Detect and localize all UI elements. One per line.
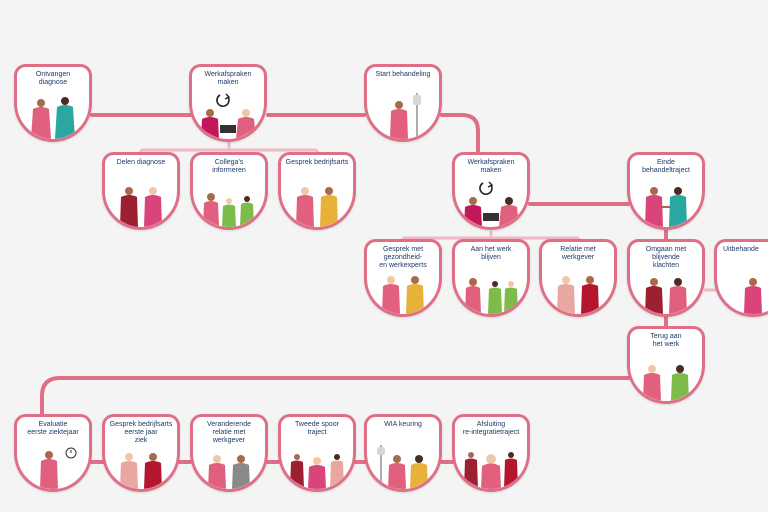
step-card-omgaan-met-klachten[interactable]: Omgaan met blijvende klachten: [627, 239, 705, 317]
step-label: Werkafspraken maken: [467, 159, 515, 174]
step-label: Omgaan met blijvende klachten: [645, 246, 687, 269]
two-people-icon: [31, 97, 75, 139]
step-label: Evaluatie eerste ziektejaar: [27, 421, 79, 436]
step-card-tweede-spoor-traject[interactable]: Tweede spoor traject: [278, 414, 356, 492]
step-card-einde-behandeltraject[interactable]: Einde behandeltraject: [627, 152, 705, 230]
cycle-meeting-icon: [201, 93, 256, 139]
step-label: WIA keuring: [384, 421, 422, 428]
step-card-relatie-met-werkgever[interactable]: Relatie met werkgever: [539, 239, 617, 317]
step-label: Uitbehande: [723, 246, 759, 253]
two-people-icon: [643, 365, 689, 401]
step-card-aan-het-werk-blijven[interactable]: Aan het werk blijven: [452, 239, 530, 317]
step-label: Gesprek bedrijfsarts eerste jaar ziek: [109, 421, 173, 444]
step-card-start-behandeling[interactable]: Start behandeling: [364, 64, 442, 142]
step-card-wia-keuring[interactable]: WIA keuring: [364, 414, 442, 492]
step-label: Gesprek bedrijfsarts: [285, 159, 349, 166]
step-label: Delen diagnose: [116, 159, 166, 166]
step-label: Ontvangen diagnose: [35, 71, 71, 86]
group-people-icon: [464, 452, 518, 489]
step-label: Einde behandeltraject: [642, 159, 690, 174]
patient-iv-icon: [377, 445, 428, 489]
step-label: Tweede spoor traject: [295, 421, 339, 436]
two-people-icon: [382, 276, 424, 314]
connector-line: [40, 376, 630, 416]
two-people-icon: [208, 455, 250, 489]
step-card-afsluiting-re-integratietraject[interactable]: Afsluiting re-integratietraject: [452, 414, 530, 492]
step-card-collegas-informeren[interactable]: Collega's informeren: [190, 152, 268, 230]
two-people-icon: [120, 187, 162, 227]
step-label: Afsluiting re-integratietraject: [462, 421, 520, 436]
step-label: Collega's informeren: [212, 159, 246, 174]
step-label: Gesprek met gezondheid- en werkexperts: [379, 246, 427, 269]
step-card-gesprek-bedrijfsarts[interactable]: Gesprek bedrijfsarts: [278, 152, 356, 230]
two-people-icon: [557, 276, 599, 314]
two-people-icon: [645, 278, 687, 314]
step-label: Aan het werk blijven: [470, 246, 512, 261]
step-card-gesprek-bedrijfsarts-eerste-jaar[interactable]: Gesprek bedrijfsarts eerste jaar ziek: [102, 414, 180, 492]
step-card-werkafspraken-maken-1[interactable]: Werkafspraken maken: [189, 64, 267, 142]
person-clock-icon: [40, 447, 77, 489]
step-label: Relatie met werkgever: [560, 246, 596, 261]
group-people-icon: [290, 454, 344, 489]
branch-line: [139, 142, 319, 152]
branch-line: [401, 231, 581, 240]
patient-iv-icon: [390, 93, 421, 139]
step-card-delen-diagnose[interactable]: Delen diagnose: [102, 152, 180, 230]
step-card-werkafspraken-maken-2[interactable]: Werkafspraken maken: [452, 152, 530, 230]
step-label: Veranderende relatie met werkgever: [207, 421, 251, 444]
step-label: Werkafspraken maken: [204, 71, 252, 86]
step-card-ontvangen-diagnose[interactable]: Ontvangen diagnose: [14, 64, 92, 142]
group-people-icon: [465, 278, 518, 314]
group-people-icon: [203, 193, 254, 227]
step-card-evaluatie-eerste-ziektejaar[interactable]: Evaluatie eerste ziektejaar: [14, 414, 92, 492]
connector-line: [440, 113, 480, 154]
step-card-terug-aan-het-werk[interactable]: Terug aan het werk: [627, 326, 705, 404]
doctor-talk-icon: [120, 453, 162, 489]
doctor-talk-icon: [296, 187, 338, 227]
step-label: Terug aan het werk: [650, 333, 682, 348]
cycle-meeting-icon: [464, 181, 519, 227]
step-card-veranderende-relatie-werkgever[interactable]: Veranderende relatie met werkgever: [190, 414, 268, 492]
step-label: Start behandeling: [375, 71, 431, 78]
step-card-gesprek-gezondheid-werkexperts[interactable]: Gesprek met gezondheid- en werkexperts: [364, 239, 442, 317]
handshake-icon: [645, 187, 687, 227]
person-icon: [744, 278, 762, 314]
step-card-uitbehandeld[interactable]: Uitbehande: [714, 239, 768, 317]
